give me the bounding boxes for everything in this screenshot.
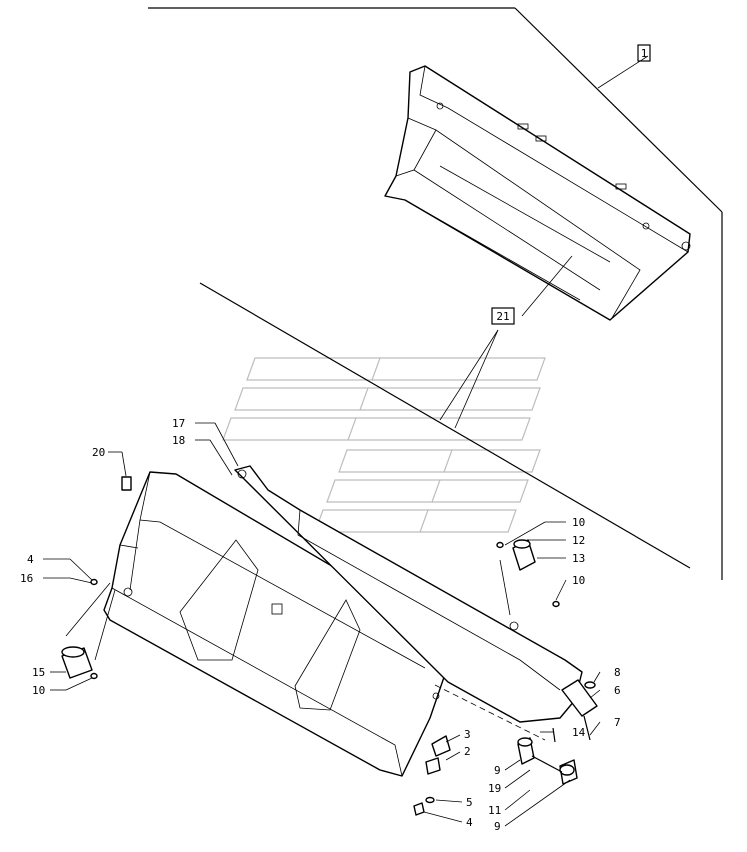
leader-lines xyxy=(43,255,601,827)
divider-lines xyxy=(148,7,723,580)
watermark-logo xyxy=(222,357,546,533)
callout-9a: 9 xyxy=(494,764,501,777)
callout-17: 17 xyxy=(172,417,185,430)
callout-4a: 4 xyxy=(27,553,34,566)
callout-2: 2 xyxy=(464,745,471,758)
small-parts xyxy=(61,476,598,816)
callout-3: 3 xyxy=(464,728,471,741)
callout-21: 21 xyxy=(496,310,509,323)
callout-16: 16 xyxy=(20,572,33,585)
callout-20: 20 xyxy=(92,446,105,459)
callout-8: 8 xyxy=(614,666,621,679)
callout-10b: 10 xyxy=(572,516,585,529)
callout-9b: 9 xyxy=(494,820,501,833)
callout-14: 14 xyxy=(572,726,586,739)
callouts: 1 21 17 18 20 4 16 15 10 10 12 13 10 8 6… xyxy=(20,44,651,833)
callout-5: 5 xyxy=(466,796,473,809)
callout-18: 18 xyxy=(172,434,185,447)
callout-1: 1 xyxy=(641,47,648,60)
callout-11: 11 xyxy=(488,804,501,817)
lower-bucket xyxy=(103,465,583,777)
callout-19: 19 xyxy=(488,782,501,795)
callout-7: 7 xyxy=(614,716,621,729)
callout-13: 13 xyxy=(572,552,585,565)
callout-4b: 4 xyxy=(466,816,473,829)
callout-6: 6 xyxy=(614,684,621,697)
callout-12: 12 xyxy=(572,534,585,547)
callout-15: 15 xyxy=(32,666,45,679)
callout-10c: 10 xyxy=(572,574,585,587)
callout-box-21 xyxy=(491,307,515,325)
callout-10a: 10 xyxy=(32,684,45,697)
callout-box-1 xyxy=(637,44,651,62)
upper-bucket xyxy=(384,65,691,321)
